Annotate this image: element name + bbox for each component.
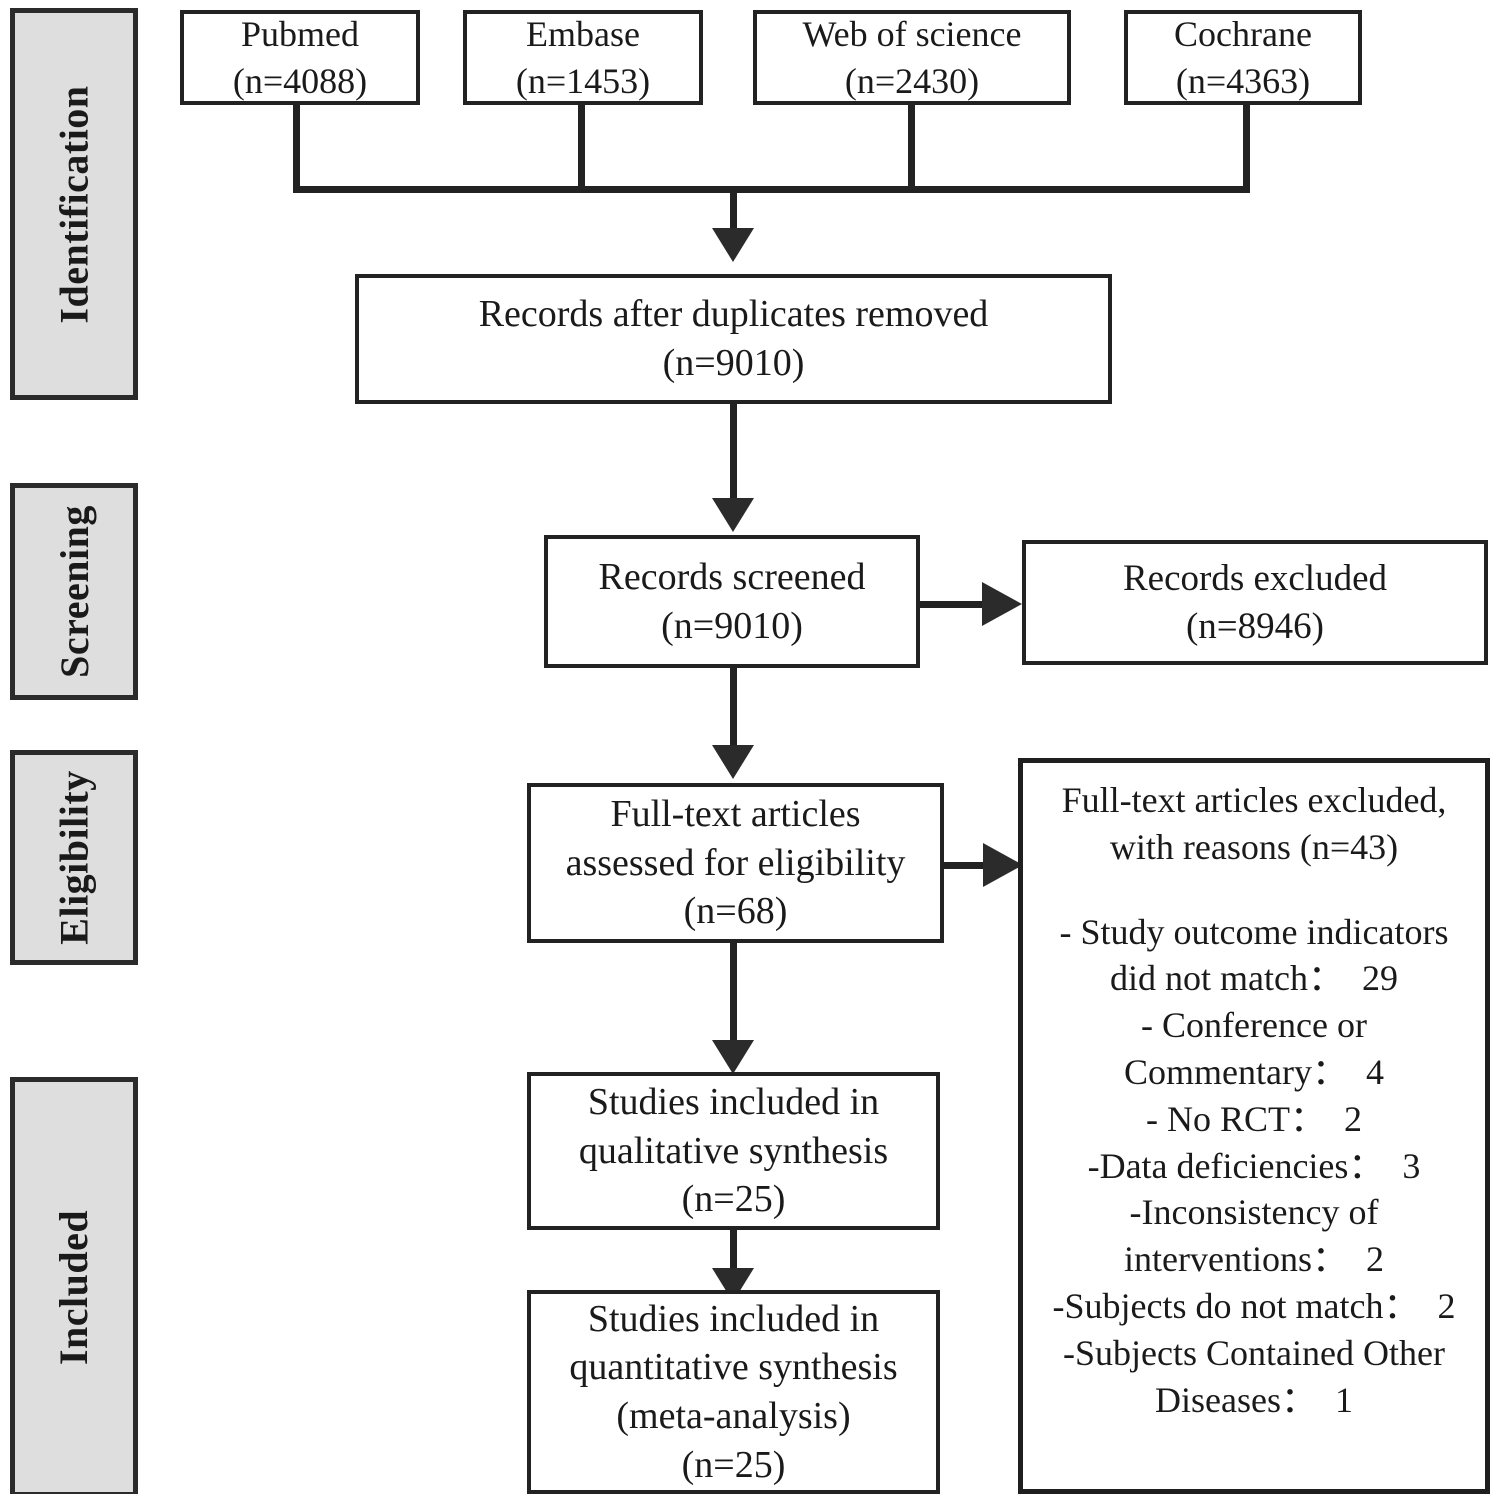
source-name-pubmed: Pubmed (240, 14, 359, 55)
duplicates-removed-line1: Records after duplicates removed (478, 293, 989, 336)
source-name-embase: Embase (526, 14, 640, 55)
box-records-excluded: Records excluded (n=8946) (1022, 540, 1488, 665)
exclusion-reason-7-line1: -Subjects Contained Other (1063, 1332, 1445, 1373)
stage-identification-label: Identification (51, 84, 97, 324)
connector-stub-web-of-science (908, 105, 915, 192)
stage-screening: Screening (10, 483, 138, 700)
arrow-to-duplicates-removed (712, 228, 754, 262)
quantitative-line4: (n=25) (681, 1443, 786, 1486)
exclusion-reason-4-line1: -Data deficiencies： 3 (1087, 1145, 1421, 1186)
exclusion-reason-5-line1: -Inconsistency of (1129, 1192, 1379, 1233)
source-box-cochrane: Cochrane (n=4363) (1124, 10, 1362, 105)
arrow-to-qualitative-synthesis (712, 1040, 754, 1074)
quantitative-line1: Studies included in (587, 1297, 880, 1340)
arrow-to-exclusion-reasons (983, 843, 1023, 887)
connector-qualitative-to-quantitative (730, 1230, 737, 1272)
arrow-to-records-screened (712, 498, 754, 532)
stage-included: Included (10, 1077, 138, 1494)
stage-included-label: Included (51, 1209, 97, 1365)
quantitative-line2: quantitative synthesis (569, 1346, 898, 1389)
source-box-pubmed: Pubmed (n=4088) (180, 10, 420, 105)
source-count-web-of-science: (n=2430) (844, 60, 980, 101)
source-count-pubmed: (n=4088) (232, 60, 368, 101)
connector-fulltext-to-qualitative (730, 943, 737, 1043)
box-exclusion-reasons: Full-text articles excluded, with reason… (1018, 758, 1490, 1494)
connector-fulltext-to-reasons (944, 862, 988, 869)
source-count-embase: (n=1453) (515, 60, 651, 101)
qualitative-line3: (n=25) (681, 1178, 786, 1221)
box-records-screened: Records screened (n=9010) (544, 535, 920, 668)
full-text-assessed-line1: Full-text articles (610, 793, 861, 836)
exclusion-reason-1-line2: did not match： 29 (1110, 958, 1398, 999)
arrow-to-full-text-assessed (712, 745, 754, 779)
duplicates-removed-line2: (n=9010) (662, 342, 805, 384)
full-text-assessed-line3: (n=68) (683, 890, 788, 933)
connector-screened-to-excluded (920, 601, 986, 608)
source-name-web-of-science: Web of science (802, 14, 1022, 55)
exclusion-header-line2: with reasons (n=43) (1109, 826, 1399, 867)
exclusion-reason-2-line1: - Conference or (1141, 1005, 1367, 1046)
connector-stub-pubmed (293, 105, 300, 192)
exclusion-reason-5-line2: interventions： 2 (1124, 1239, 1384, 1280)
arrow-to-records-excluded (982, 582, 1022, 626)
records-screened-line2: (n=9010) (661, 604, 803, 647)
exclusion-reason-1-line1: - Study outcome indicators (1059, 911, 1449, 952)
connector-manifold-bar (293, 186, 1250, 193)
box-records-after-duplicates-removed: Records after duplicates removed (n=9010… (355, 274, 1112, 404)
exclusion-reason-3-line1: - No RCT： 2 (1145, 1098, 1362, 1139)
qualitative-line1: Studies included in (587, 1081, 880, 1124)
exclusion-reason-2-line2: Commentary： 4 (1124, 1051, 1384, 1092)
stage-identification: Identification (10, 8, 138, 400)
qualitative-line2: qualitative synthesis (578, 1129, 889, 1172)
records-excluded-line2: (n=8946) (1185, 605, 1324, 647)
source-count-cochrane: (n=4363) (1175, 60, 1311, 101)
quantitative-line3: (meta-analysis) (616, 1395, 851, 1437)
records-screened-line1: Records screened (598, 555, 866, 598)
box-full-text-assessed: Full-text articles assessed for eligibil… (527, 783, 944, 943)
connector-manifold-to-duplicates (730, 186, 737, 232)
stage-eligibility-label: Eligibility (51, 770, 97, 945)
full-text-assessed-line2: assessed for eligibility (565, 841, 906, 884)
exclusion-reason-6-line1: -Subjects do not match： 2 (1052, 1285, 1456, 1326)
source-box-web-of-science: Web of science (n=2430) (753, 10, 1071, 105)
connector-screened-to-fulltext (730, 668, 737, 748)
box-quantitative-synthesis: Studies included in quantitative synthes… (527, 1290, 940, 1494)
stage-eligibility: Eligibility (10, 750, 138, 965)
connector-stub-embase (578, 105, 585, 192)
connector-stub-cochrane (1243, 105, 1250, 192)
connector-duplicates-to-screened (730, 404, 737, 501)
source-box-embase: Embase (n=1453) (463, 10, 703, 105)
records-excluded-line1: Records excluded (1122, 558, 1388, 600)
exclusion-reason-7-line2: Diseases： 1 (1155, 1379, 1353, 1420)
box-qualitative-synthesis: Studies included in qualitative synthesi… (527, 1072, 940, 1230)
exclusion-header-line1: Full-text articles excluded, (1061, 780, 1447, 820)
source-name-cochrane: Cochrane (1174, 14, 1312, 55)
stage-screening-label: Screening (51, 505, 97, 678)
